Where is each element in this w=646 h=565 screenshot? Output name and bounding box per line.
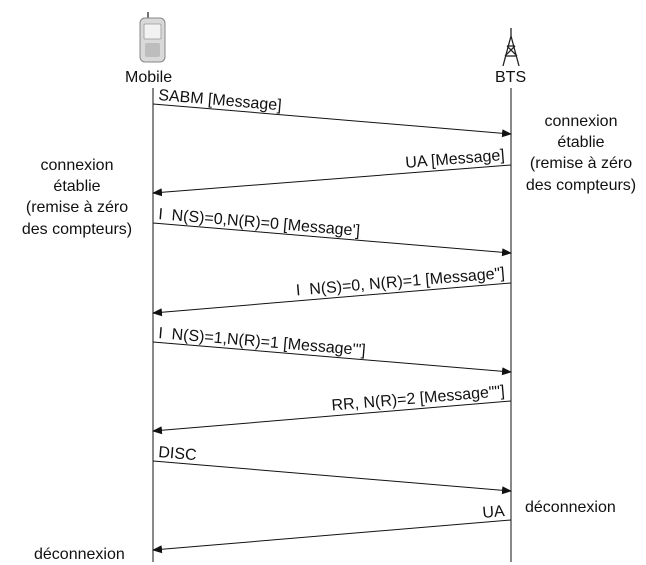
mobile-disconnect-note: déconnexion <box>34 546 125 563</box>
message-i-1-1: I N(S)=1,N(R)=1 [Message'"] <box>152 325 512 376</box>
note-line: établie <box>53 178 100 195</box>
message-arrow <box>152 519 512 554</box>
message-label: RR, N(R)=2 [Message""] <box>331 383 505 414</box>
note-line: (remise à zéro <box>26 199 128 216</box>
message-arrow <box>152 460 512 495</box>
message-arrow <box>152 222 512 257</box>
message-i-0-0: I N(S)=0,N(R)=0 [Message'] <box>152 206 512 257</box>
mobile-connection-established-note: connexion établie (remise à zéro des com… <box>22 157 132 238</box>
mobile-actor-label: Mobile <box>125 69 172 86</box>
note-line: établie <box>557 134 604 151</box>
message-ua: UA [Message] <box>152 147 512 197</box>
message-arrow <box>152 164 512 197</box>
note-line: connexion <box>41 157 114 174</box>
bts-connection-established-note: connexion établie (remise à zéro des com… <box>526 113 636 194</box>
mobile-phone-icon <box>139 12 166 63</box>
message-sabm: SABM [Message] <box>152 87 512 138</box>
message-disc: DISC <box>152 444 512 495</box>
note-line: (remise à zéro <box>530 155 632 172</box>
message-label: SABM [Message] <box>158 87 283 114</box>
message-label: I N(S)=0,N(R)=0 [Message'] <box>158 206 361 240</box>
message-i-0-1: I N(S)=0, N(R)=1 [Message"] <box>152 265 512 317</box>
note-line: des compteurs) <box>22 221 132 238</box>
message-label: UA <box>482 503 506 522</box>
bts-actor-label: BTS <box>495 69 526 86</box>
bts-disconnect-note: déconnexion <box>525 499 616 516</box>
message-label: DISC <box>158 444 198 464</box>
message-arrow <box>152 341 512 376</box>
message-label: UA [Message] <box>405 147 506 172</box>
message-label: I N(S)=0, N(R)=1 [Message"] <box>295 265 505 299</box>
message-arrow <box>152 400 512 435</box>
message-rr: RR, N(R)=2 [Message""] <box>152 383 512 435</box>
message-arrow <box>152 103 512 138</box>
note-line: connexion <box>545 113 618 130</box>
antenna-tower-icon <box>502 28 520 67</box>
message-ua-disconnect: UA <box>152 503 512 554</box>
message-label: I N(S)=1,N(R)=1 [Message'"] <box>158 325 367 359</box>
message-arrow <box>152 282 512 317</box>
note-line: des compteurs) <box>526 177 636 194</box>
